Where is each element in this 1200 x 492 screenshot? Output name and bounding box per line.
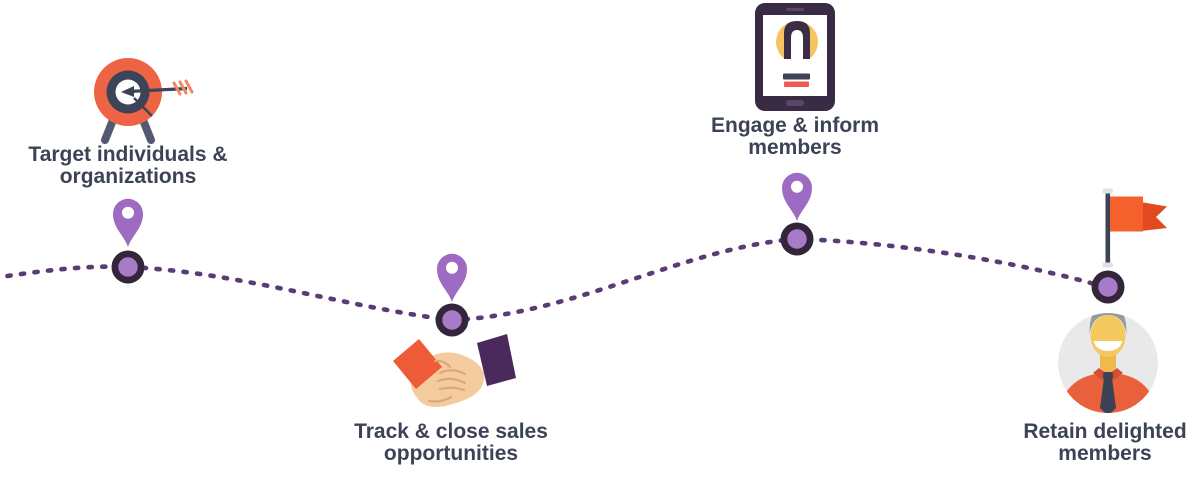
finger-line <box>438 386 466 392</box>
pin-hole <box>791 180 803 193</box>
stage-label-line: Target individuals & <box>28 143 228 166</box>
pin-hole <box>446 261 458 274</box>
profile-text-bar-dark <box>783 73 810 80</box>
route-node-1 <box>111 250 145 284</box>
stage-label-track: Track & close sales opportunities <box>331 421 571 465</box>
stage-label-line: Retain delighted <box>1023 420 1187 443</box>
flag-ribbon <box>1141 202 1167 231</box>
phone-member-icon <box>755 3 835 111</box>
route-node-4 <box>1091 270 1125 304</box>
stage-label-target: Target individuals & organizations <box>8 144 248 188</box>
map-pin-icon-stage1 <box>113 198 143 247</box>
arrow-tip <box>121 86 134 97</box>
avatar-tie <box>1100 378 1116 413</box>
node-center <box>118 257 138 277</box>
flag-banner <box>1110 196 1143 232</box>
avatar-neck <box>1100 352 1116 374</box>
route-node-3 <box>780 222 814 256</box>
stage-label-line: members <box>748 136 842 159</box>
finish-flag-icon <box>1102 188 1167 268</box>
profile-face <box>788 26 806 54</box>
route-dotted-path <box>0 236 1111 323</box>
handshake-icon <box>393 334 516 408</box>
stage-label-line: Engage & inform <box>710 114 879 137</box>
finger-line <box>427 395 453 403</box>
stage-label-line: Track & close sales <box>354 420 548 443</box>
avatar-smile <box>1094 341 1122 351</box>
arrow-feather <box>178 80 188 95</box>
finger-line <box>438 369 467 376</box>
avatar-tie-knot <box>1103 372 1113 379</box>
profile-hair <box>784 21 810 59</box>
map-pin-icon-stage3 <box>782 172 812 221</box>
stage-label-line: opportunities <box>383 442 519 465</box>
pin-body <box>113 198 143 247</box>
stage-label-line: organizations <box>59 165 197 188</box>
finger-line <box>436 377 467 385</box>
arrow-feather <box>172 81 182 96</box>
node-center <box>442 310 462 330</box>
flag-pole <box>1105 192 1111 266</box>
profile-text-bar-red <box>784 81 809 87</box>
arrow-feather <box>184 79 194 94</box>
node-center <box>1098 277 1118 297</box>
sleeve-left <box>393 339 442 389</box>
route-node-2 <box>435 303 469 337</box>
member-avatar-icon <box>1058 313 1158 413</box>
thumb-line <box>433 359 452 369</box>
stage-label-retain: Retain delighted members <box>985 421 1200 465</box>
target-arrow-icon <box>94 58 194 144</box>
stage-label-engage: Engage & inform members <box>675 115 915 159</box>
node-center <box>787 229 807 249</box>
phone-speaker <box>786 8 804 11</box>
pole-cap-top <box>1102 188 1113 194</box>
pin-body <box>437 253 467 302</box>
sleeve-right <box>477 334 516 386</box>
stage-label-line: members <box>1058 442 1152 465</box>
phone-home-button <box>786 100 804 106</box>
arrow-shadow <box>133 97 153 117</box>
pole-cap-bottom <box>1102 262 1113 268</box>
pin-hole <box>122 206 134 219</box>
pin-body <box>782 172 812 221</box>
map-pin-icon-stage2 <box>437 253 467 302</box>
